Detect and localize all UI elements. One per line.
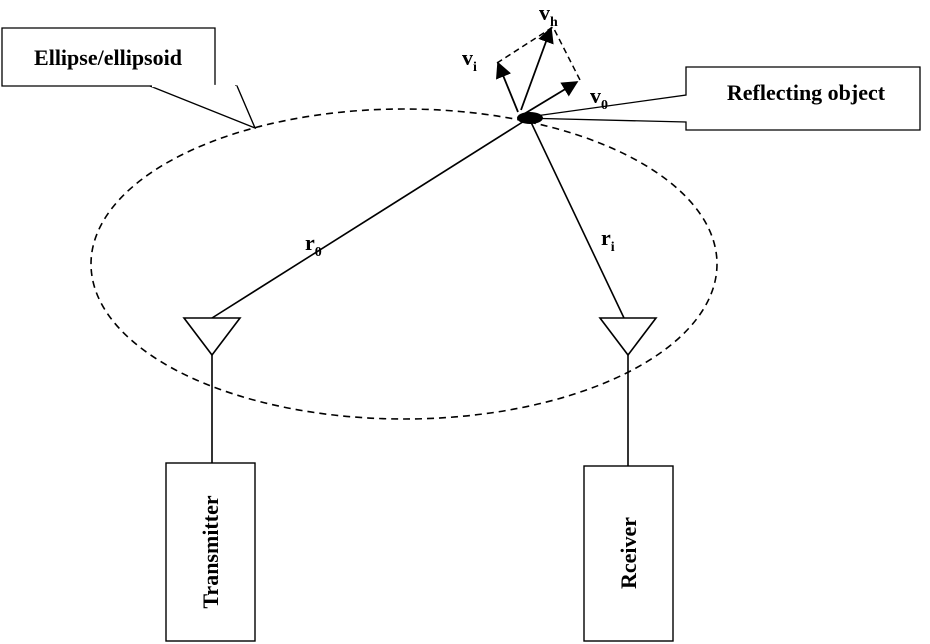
velocity-vectors [496, 25, 581, 115]
reflector-callout-label: Reflecting object [727, 80, 886, 105]
vi-label: vi [462, 45, 477, 75]
reflector-callout-box [520, 66, 921, 131]
ri-label: ri [601, 225, 615, 255]
receiver-antenna [598, 317, 658, 357]
vh-arrow [520, 26, 554, 111]
receiver-box [583, 465, 674, 642]
path-r0-line [211, 117, 530, 319]
reflector-callout: Reflecting object [520, 66, 921, 131]
ellipse-callout-label: Ellipse/ellipsoid [34, 45, 182, 70]
transmitter-box [165, 462, 256, 642]
reflecting-object [517, 112, 543, 124]
ellipse-callout: Ellipse/ellipsoid [1, 27, 257, 130]
vi-arrow [496, 61, 519, 113]
v0-arrow [523, 81, 579, 115]
r0-label: r0 [305, 230, 322, 260]
vh-label: vh [539, 0, 558, 30]
transmitter-antenna [182, 317, 242, 357]
receiver-label: Rceiver [616, 517, 641, 589]
vh-dashed-parallelogram [496, 25, 581, 81]
path-ri-line [528, 117, 625, 319]
ellipse-callout-pointer [149, 85, 257, 130]
transmitter-label: Transmitter [198, 495, 223, 608]
scattering-ellipse [90, 108, 718, 420]
v0-label: v0 [590, 83, 608, 113]
